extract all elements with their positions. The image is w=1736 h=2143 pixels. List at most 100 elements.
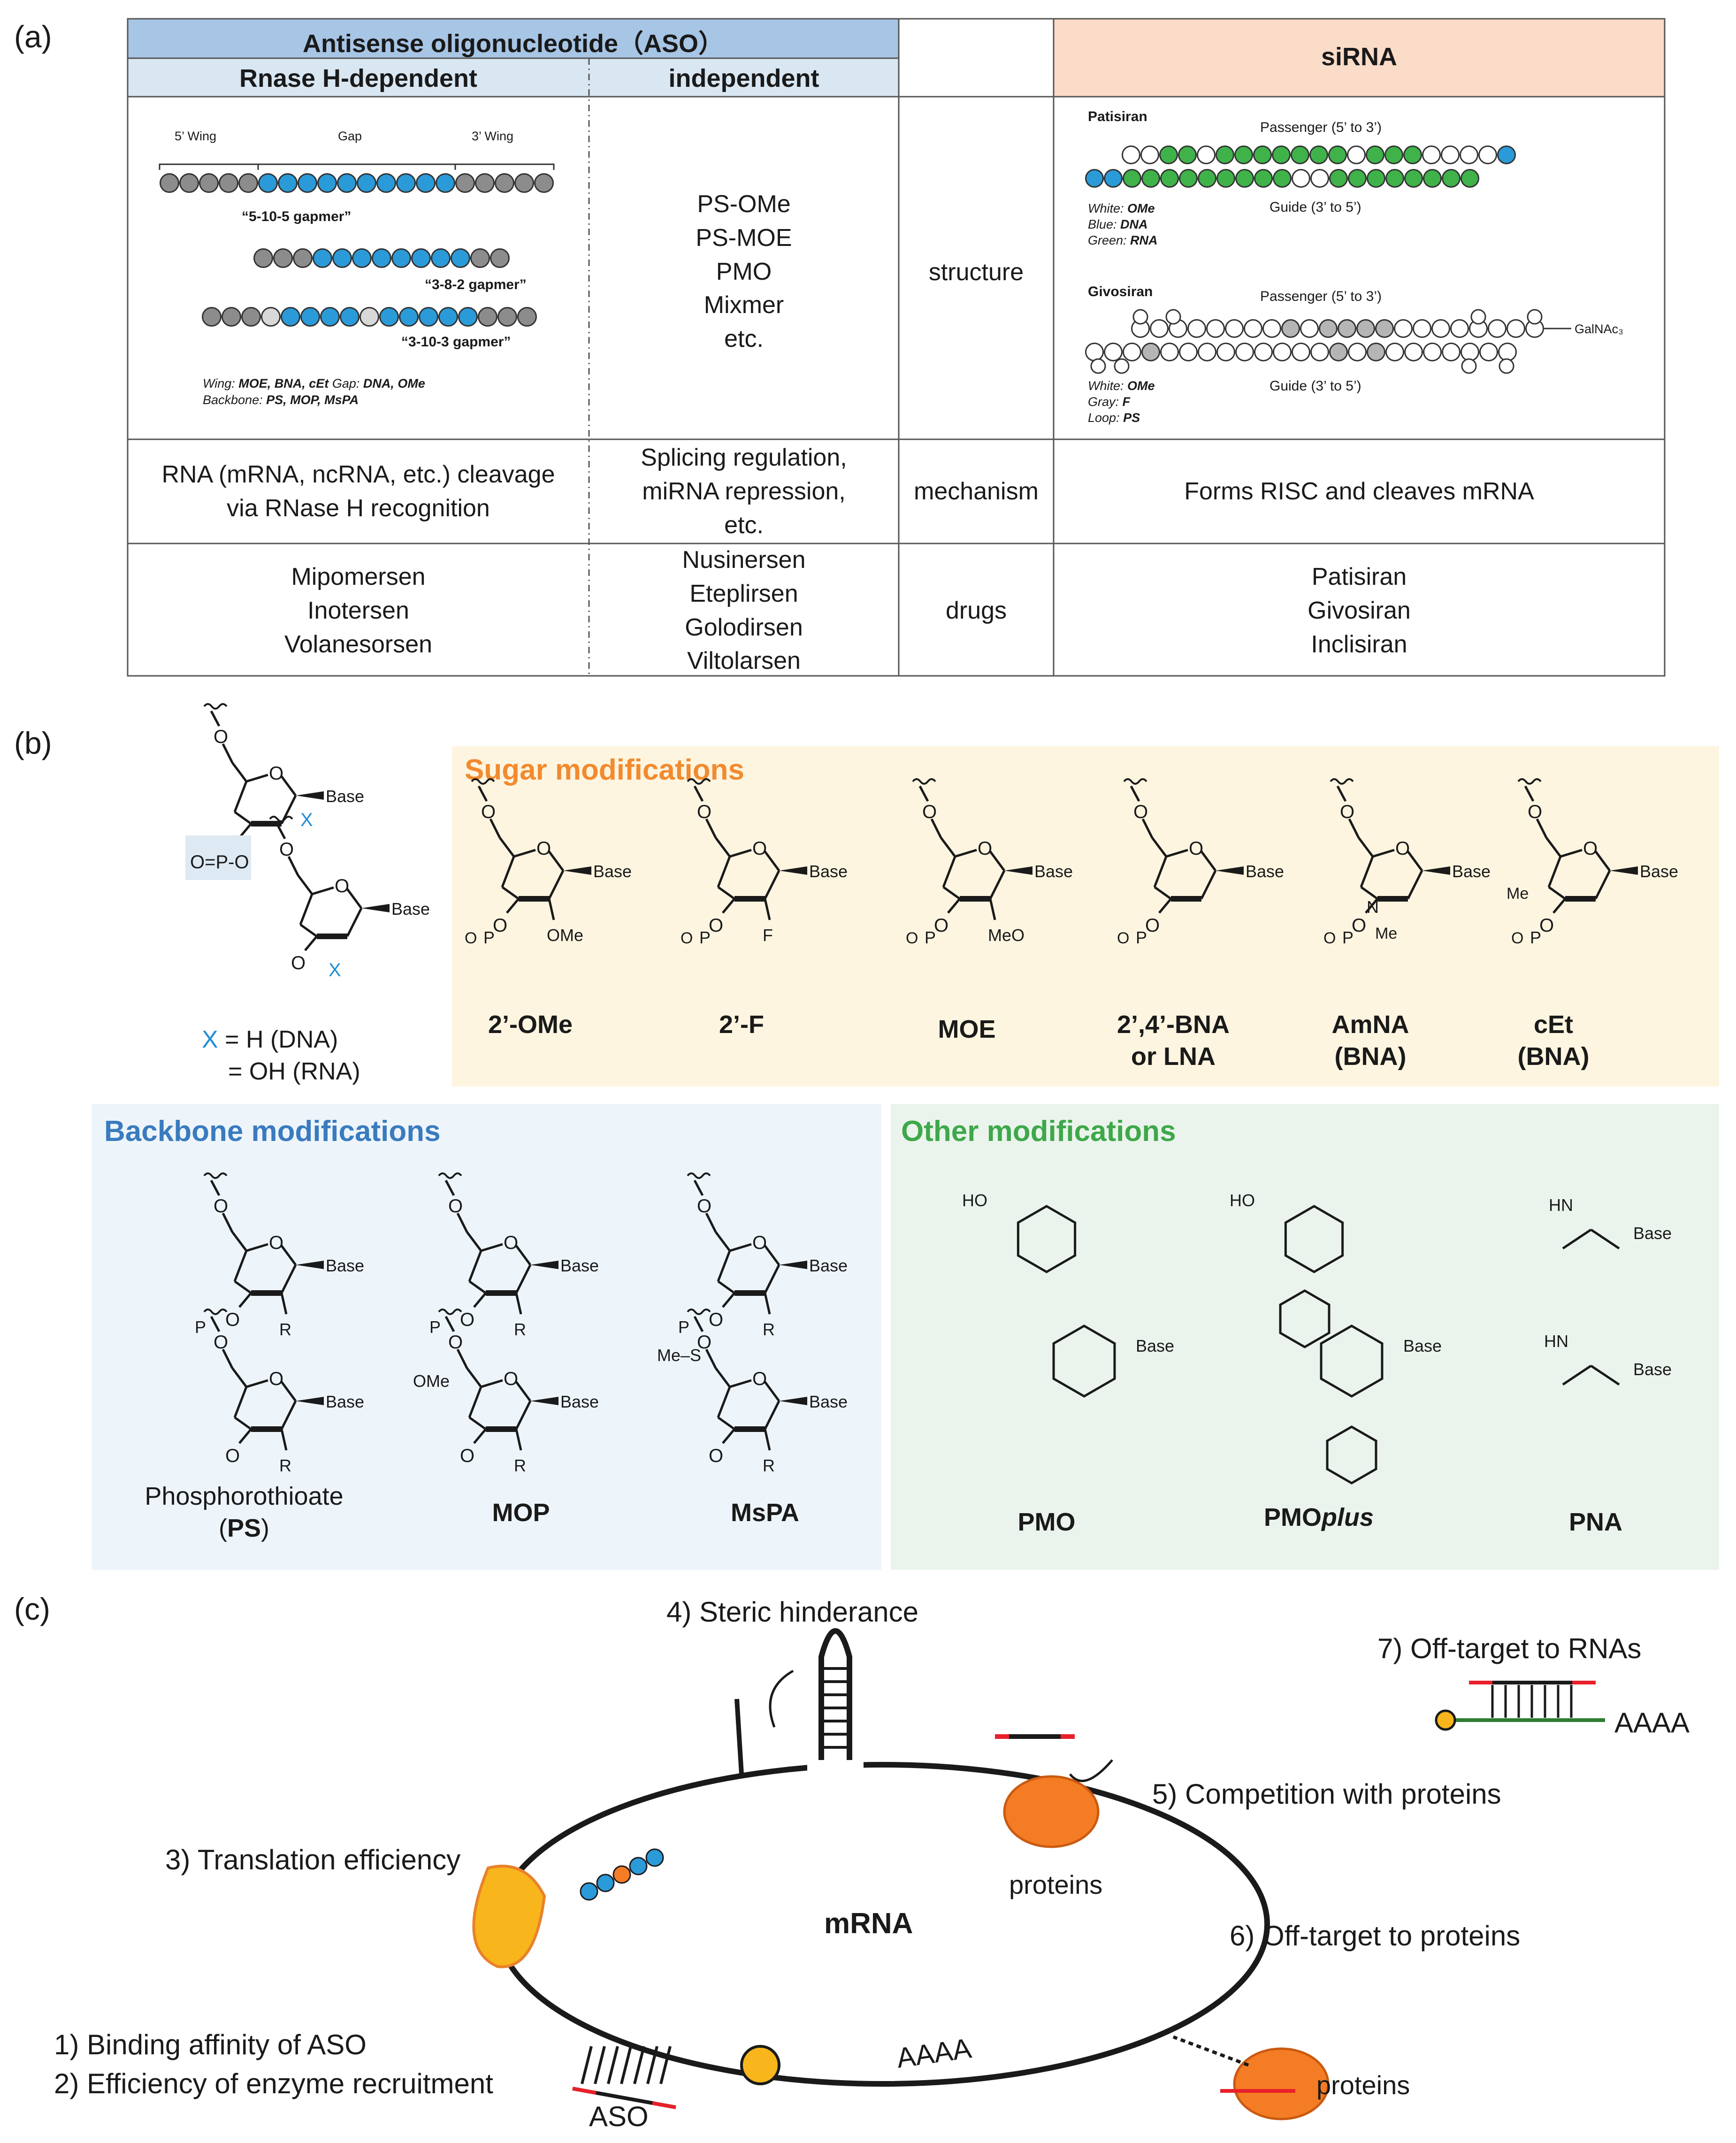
atom-label: Base [326, 787, 364, 806]
nucleotide-bead [332, 248, 352, 268]
bond [231, 1231, 247, 1252]
label-mrna: mRNA [824, 1907, 913, 1940]
nucleotide-bead [1085, 169, 1104, 188]
drug-name: Nusinersen [682, 546, 806, 574]
bond [234, 811, 252, 825]
six-membered-ring [1279, 1289, 1331, 1348]
summary-table-grid [127, 18, 1666, 677]
x-symbol: X [202, 1026, 218, 1053]
nucleotide-bead [258, 173, 278, 193]
bond [210, 1316, 221, 1332]
bond [468, 1250, 482, 1282]
givosiran-guide: Guide (3’ to 5’) [1269, 378, 1361, 394]
nucleotide-bead [1319, 319, 1338, 338]
bond [222, 1212, 234, 1233]
atom-label: P [1342, 928, 1354, 947]
label-aaaa-top: AAAA [1614, 1707, 1690, 1738]
nucleotide-bead [1347, 145, 1366, 164]
x-def-dna: = H (DNA) [225, 1026, 338, 1053]
bond [1200, 870, 1217, 900]
nucleotide-bead [337, 173, 357, 193]
bond [515, 1400, 532, 1430]
bond [501, 886, 520, 900]
aso-basepair [633, 2046, 645, 2084]
label-binding-affinity: 1) Binding affinity of ASO [54, 2029, 367, 2060]
mechanism-diagram [472, 1628, 1605, 2120]
nucleotide-bead [1262, 319, 1281, 338]
aso-basepair [659, 2046, 672, 2084]
nucleotide-bead [300, 307, 320, 327]
protein-blob [1003, 1775, 1100, 1848]
gap-values: DNA, OMe [363, 376, 425, 390]
squiggle-bond [269, 816, 293, 822]
bond [499, 837, 515, 857]
sirna-diagram [1085, 145, 1571, 374]
ps-paren-close: ) [261, 1514, 269, 1542]
bond [955, 849, 977, 858]
atom-label: O [1340, 802, 1354, 822]
wedge-bond [1004, 866, 1032, 875]
bond [1365, 898, 1378, 914]
aso-wing [572, 2087, 597, 2095]
atom-label: O [681, 929, 693, 947]
bond [514, 1244, 532, 1266]
nucleotide-bead [1413, 319, 1431, 338]
nucleotide-bead [376, 173, 396, 193]
gap-prefix: Gap: [329, 376, 363, 390]
nucleotide-bead [1385, 343, 1404, 361]
nucleotide-bead [1450, 319, 1469, 338]
row-label-drugs: drugs [945, 597, 1007, 624]
legend-key: White: [1088, 201, 1128, 215]
aso-basepair [646, 2046, 658, 2084]
x-substituent: X [329, 960, 341, 980]
deflect-arrow [1069, 1759, 1113, 1782]
nucleotide-bead [490, 248, 510, 268]
patisiran-guide: Guide (3’ to 5’) [1269, 199, 1361, 215]
nucleotide-bead [372, 248, 391, 268]
bond [473, 1292, 487, 1308]
legend-key: White: [1088, 379, 1128, 393]
ribosome [472, 1865, 546, 1968]
atom-label: O [709, 1446, 723, 1466]
bond [210, 710, 221, 727]
pmoplus-suffix: plus [1322, 1503, 1374, 1531]
nucleotide-bead [1300, 319, 1319, 338]
atom-label: P [483, 928, 495, 947]
independent-structure-list: PS-OMe PS-MOE PMO Mixmer etc. [589, 188, 899, 356]
nucleotide-bead [478, 307, 497, 327]
bond [515, 1293, 522, 1315]
backbone-modifications-box [92, 1104, 881, 1570]
gapmer-legend: Wing: MOE, BNA, cEt Gap: DNA, OMe Backbo… [203, 375, 425, 408]
nucleotide-bead [1292, 169, 1310, 188]
bond [456, 1212, 468, 1233]
bond [514, 1380, 532, 1402]
nucleotide-bead [1367, 343, 1385, 361]
substituent: R [763, 1320, 775, 1339]
drugs-independent: Nusinersen Eteplirsen Golodirsen Viltola… [589, 543, 899, 678]
bond [287, 856, 299, 876]
bond [1360, 886, 1378, 900]
bond [548, 898, 555, 920]
nucleotide-bead [281, 307, 300, 327]
bond [717, 1280, 735, 1294]
sirna-header: siRNA [1321, 43, 1398, 71]
atom-label: P [678, 1317, 689, 1337]
bond [1407, 870, 1423, 900]
bond [764, 870, 780, 900]
atom-label: O [279, 839, 294, 860]
wedge-bond [296, 1397, 324, 1405]
nucleotide-bead [179, 173, 199, 193]
bond [1562, 1228, 1592, 1250]
nucleotide-bead [1140, 145, 1159, 164]
atom-label: Base [1403, 1336, 1442, 1355]
nucleotide-bead [1234, 145, 1253, 164]
bond [764, 1264, 780, 1294]
nucleotide-bead [497, 307, 517, 327]
nucleotide-bead [1216, 343, 1235, 361]
atom-label: O [1117, 929, 1129, 947]
nucleotide-bead [241, 307, 261, 327]
bond [299, 894, 314, 925]
nucleotide-bead [219, 173, 238, 193]
bond [1360, 856, 1374, 888]
label-mop: MOP [492, 1499, 550, 1527]
